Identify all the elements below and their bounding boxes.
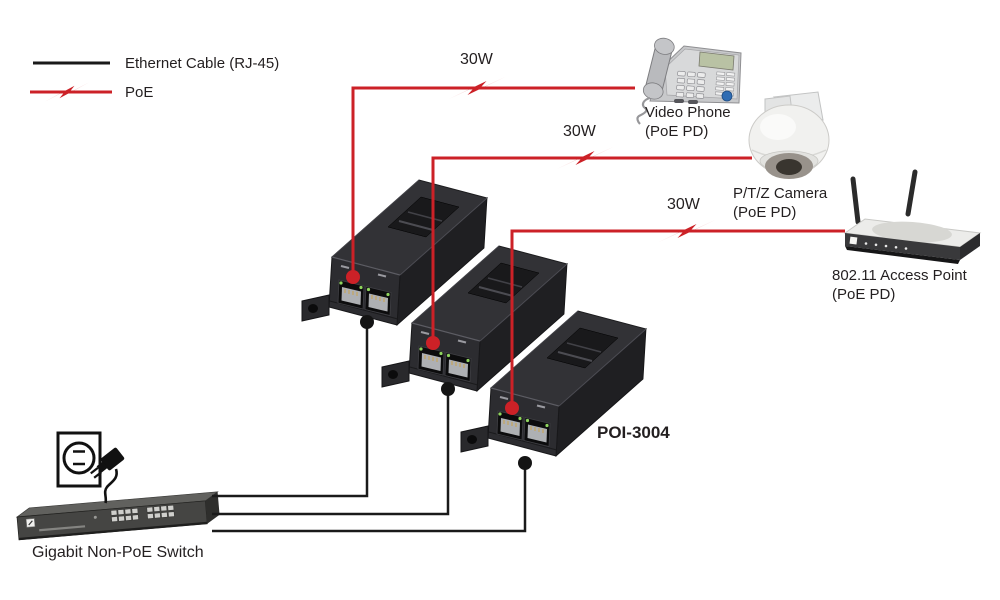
power-label-3: 30W xyxy=(667,196,700,213)
poe-links xyxy=(351,86,845,408)
antenna-right xyxy=(905,169,918,217)
legend xyxy=(30,61,112,102)
switch-image xyxy=(15,491,220,541)
video-phone-mode: (PoE PD) xyxy=(645,123,709,140)
poe-endpoint-dot-3 xyxy=(505,401,519,415)
camera-lens xyxy=(776,159,802,175)
access-point-image xyxy=(843,169,982,264)
video-phone-label: Video Phone (PoE PD) xyxy=(645,103,731,141)
phone-cord xyxy=(636,96,651,125)
poe-endpoint-dot-2 xyxy=(426,336,440,350)
legend-ethernet-label: Ethernet Cable (RJ-45) xyxy=(125,55,280,72)
poe-endpoint-dot-1 xyxy=(346,270,360,284)
antenna-left xyxy=(850,176,861,225)
poe-link-3 xyxy=(510,229,845,408)
access-point-name: 802.11 Access Point xyxy=(832,267,967,284)
legend-poe-label: PoE xyxy=(125,84,154,101)
power-cord xyxy=(103,468,118,504)
ptz-camera-name: P/T/Z Camera xyxy=(733,185,828,202)
power-label-1: 30W xyxy=(460,51,493,68)
ethernet-endpoint-dot-2 xyxy=(441,382,455,396)
switch-label: Gigabit Non-PoE Switch xyxy=(32,544,204,561)
power-outlet-icon xyxy=(56,431,102,488)
phone-lcd xyxy=(698,51,735,71)
ptz-camera-image xyxy=(748,91,830,179)
power-label-2: 30W xyxy=(563,123,596,140)
injector-model-label: POI-3004 xyxy=(597,423,670,442)
access-point-mode: (PoE PD) xyxy=(832,286,896,303)
video-phone-image xyxy=(636,37,742,125)
ethernet-endpoint-dot-3 xyxy=(518,456,532,470)
video-phone-name: Video Phone xyxy=(645,104,731,121)
ethernet-link-3 xyxy=(212,463,527,533)
ethernet-link-1 xyxy=(212,322,369,498)
poe-link-2 xyxy=(431,156,752,343)
phone-handset xyxy=(642,37,675,100)
ethernet-links xyxy=(212,322,527,533)
poe-link-1 xyxy=(351,86,635,277)
ptz-camera-mode: (PoE PD) xyxy=(733,204,797,221)
access-point-label: 802.11 Access Point (PoE PD) xyxy=(832,266,967,304)
ap-front-panel xyxy=(845,233,960,260)
power-plug-icon xyxy=(90,447,125,504)
ptz-camera-label: P/T/Z Camera (PoE PD) xyxy=(733,184,827,222)
ethernet-endpoint-dot-1 xyxy=(360,315,374,329)
ethernet-link-2 xyxy=(212,389,450,516)
